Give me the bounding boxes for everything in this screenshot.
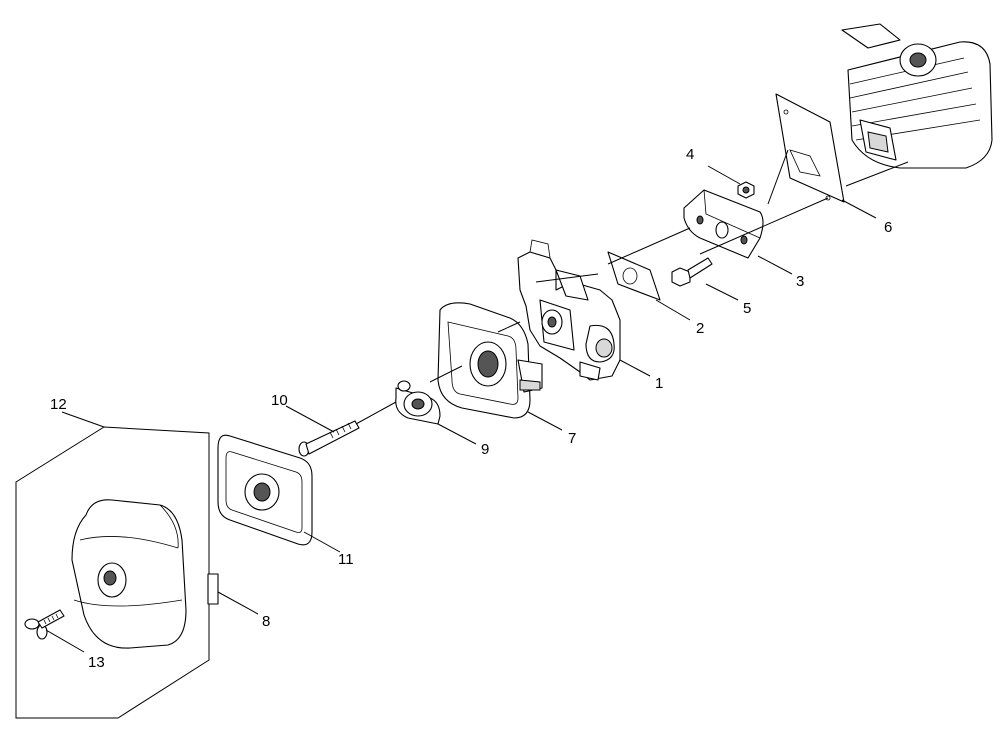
assembly-lines	[355, 149, 909, 425]
air-filter-part	[217, 434, 313, 546]
callout-labels: 1 2 3 4 5 6 7 8 9 10 11 12 13	[50, 146, 892, 671]
callout-11: 11	[338, 551, 354, 568]
callout-9: 9	[481, 441, 489, 458]
callout-13: 13	[88, 654, 105, 671]
nut-part	[737, 181, 755, 199]
callout-3: 3	[796, 273, 804, 290]
callout-8: 8	[262, 613, 270, 630]
air-cleaner-cover	[71, 499, 187, 649]
gasket-small-part	[607, 251, 661, 301]
callout-1: 1	[655, 375, 663, 392]
callout-12: 12	[50, 396, 67, 413]
callout-10: 10	[271, 392, 288, 409]
cover-assembly-frame	[15, 426, 210, 719]
insulator-part	[683, 189, 764, 259]
bolt-part	[671, 257, 713, 287]
callout-2: 2	[696, 320, 704, 337]
long-bolt-part	[298, 420, 360, 457]
callout-5: 5	[743, 300, 751, 317]
leader-lines	[45, 165, 877, 653]
gasket-large-part	[775, 93, 845, 203]
callout-7: 7	[568, 430, 576, 447]
carburetor-part	[517, 239, 621, 381]
primer-part	[395, 380, 441, 425]
cylinder-part	[841, 23, 993, 169]
callout-6: 6	[884, 219, 892, 236]
callout-4: 4	[686, 146, 694, 163]
label-part	[207, 573, 219, 605]
wing-knob-part	[24, 609, 65, 640]
air-cleaner-case-part	[437, 302, 543, 419]
